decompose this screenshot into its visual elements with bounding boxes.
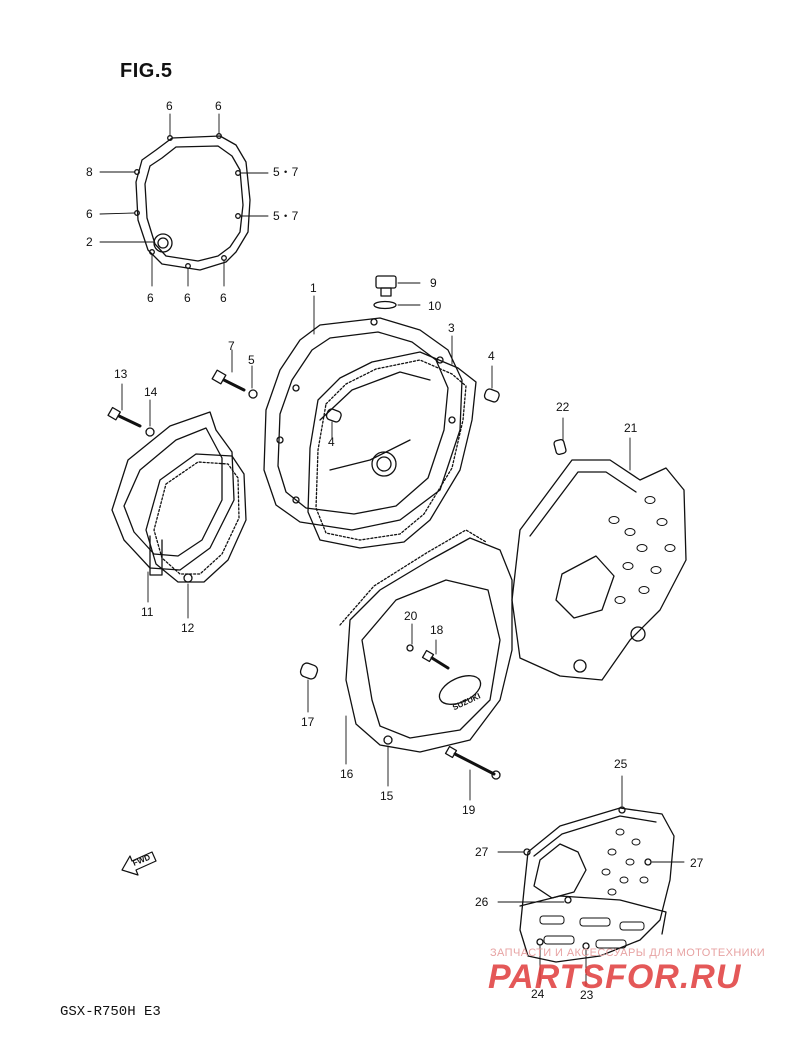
- callout-24: 24: [531, 987, 545, 1001]
- callout-2: 2: [86, 235, 93, 249]
- callout-3: 3: [448, 321, 455, 335]
- callout-5-7: 5・7: [273, 165, 299, 179]
- callout-9: 9: [430, 276, 437, 290]
- leader-lines-top: [99, 113, 269, 287]
- callout-1: 1: [310, 281, 317, 295]
- callout-4: 4: [328, 435, 335, 449]
- dowel-pin-drawing: [325, 365, 500, 439]
- callout-25: 25: [614, 757, 628, 771]
- watermark-tagline: ЗАПЧАСТИ И АКСЕССУАРЫ ДЛЯ МОТОТЕХНИКИ: [490, 947, 766, 959]
- callout-16: 16: [340, 767, 354, 781]
- starter-cover-gasket-drawing: [145, 453, 247, 619]
- callout-20: 20: [404, 609, 418, 623]
- callout-15: 15: [380, 789, 394, 803]
- callout-26: 26: [475, 895, 489, 909]
- callout-8: 8: [86, 165, 93, 179]
- callout-22: 22: [556, 400, 570, 414]
- filler-plug-drawing: [373, 275, 421, 310]
- callout-10: 10: [428, 299, 442, 313]
- clutch-cover-drawing: [263, 317, 463, 531]
- callout-6: 6: [86, 207, 93, 221]
- callout-5: 5: [248, 353, 255, 367]
- figure-title: FIG.5: [120, 60, 173, 82]
- forward-direction-arrow: [121, 851, 157, 876]
- emblem-text: SUZUKI: [451, 691, 482, 712]
- leader-lines-middle: [313, 295, 453, 365]
- starter-cover-drawing: [111, 411, 235, 576]
- callout-14: 14: [144, 385, 158, 399]
- watermark-logo: PARTSFOR.RU: [488, 958, 742, 996]
- fwd-label: FWD: [131, 853, 151, 868]
- callout-19: 19: [462, 803, 476, 817]
- callout-6: 6: [215, 99, 222, 113]
- callout-23: 23: [580, 988, 594, 1002]
- bolt-13-drawing: [107, 383, 155, 437]
- callout-7: 7: [228, 339, 235, 353]
- callout-27: 27: [475, 845, 489, 859]
- sprocket-cover-drawing: [511, 417, 687, 681]
- callout-11: 11: [141, 605, 154, 619]
- callout-18: 18: [430, 623, 444, 637]
- bolt-7-drawing: [211, 349, 258, 399]
- callout-4: 4: [488, 349, 495, 363]
- callout-13: 13: [114, 367, 128, 381]
- callout-6: 6: [147, 291, 154, 305]
- clutch-cover-gasket-drawing: [134, 133, 251, 271]
- callout-21: 21: [624, 421, 638, 435]
- callout-6: 6: [166, 99, 173, 113]
- callout-6: 6: [220, 291, 227, 305]
- front-sprocket-guard-drawing: [497, 775, 685, 987]
- callout-27: 27: [690, 856, 704, 870]
- generator-cover-drawing: [299, 529, 513, 801]
- callout-17: 17: [301, 715, 315, 729]
- clutch-cover-gasket-3-drawing: [307, 351, 477, 549]
- model-label: GSX-R750H E3: [60, 1004, 161, 1020]
- callout-6: 6: [184, 291, 191, 305]
- callout-12: 12: [181, 621, 195, 635]
- callout-5-7: 5・7: [273, 209, 299, 223]
